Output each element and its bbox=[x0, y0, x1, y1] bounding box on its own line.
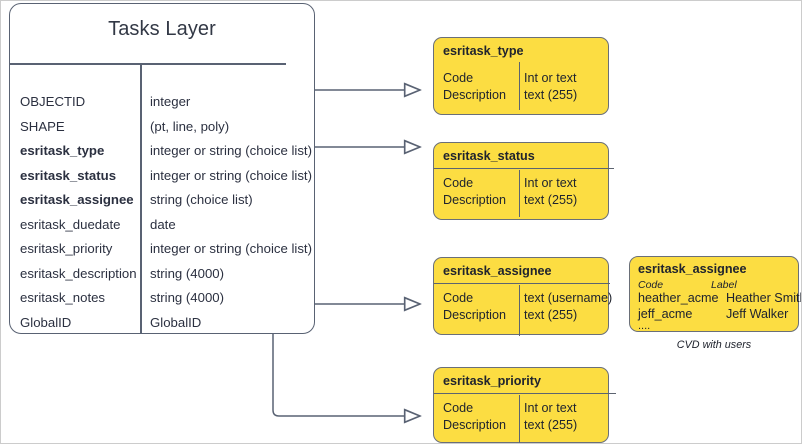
domain-box-column-divider bbox=[519, 395, 521, 443]
cvd-header-label: Label bbox=[711, 279, 737, 291]
field-type: date bbox=[150, 216, 176, 232]
entity-header-divider bbox=[10, 63, 286, 65]
field-row: GlobalID GlobalID bbox=[10, 315, 314, 340]
field-name: esritask_duedate bbox=[20, 216, 121, 232]
domain-box-title: esritask_assignee bbox=[443, 264, 552, 278]
field-type: integer or string (choice list) bbox=[150, 143, 312, 158]
field-type: string (choice list) bbox=[150, 192, 253, 207]
domain-box-column-divider bbox=[519, 285, 521, 336]
field-name: esritask_type bbox=[20, 143, 105, 158]
field-type: (pt, line, poly) bbox=[150, 118, 230, 134]
field-type: string (4000) bbox=[150, 265, 225, 281]
field-name: esritask_notes bbox=[20, 290, 106, 305]
cvd-row-label: Jeff Walker bbox=[726, 307, 789, 321]
domain-box-header-divider bbox=[434, 393, 616, 395]
entity-column-divider bbox=[140, 64, 142, 333]
domain-box-type-column: text (username)text (255) bbox=[524, 291, 613, 322]
field-row: esritask_type integer or string (choice l… bbox=[10, 143, 314, 168]
field-type: integer bbox=[150, 94, 191, 109]
field-row: esritask_priority integer or string (choi… bbox=[10, 241, 314, 266]
cvd-row-code: jeff_acme bbox=[638, 307, 693, 321]
connector-assignee bbox=[304, 196, 420, 304]
field-row: esritask_description string (4000) bbox=[10, 266, 314, 291]
field-row: esritask_duedate date bbox=[10, 217, 314, 242]
field-type: string (4000) bbox=[150, 290, 225, 305]
cvd-row-label: Heather Smith bbox=[726, 291, 802, 305]
field-row: esritask_notes string (4000) bbox=[10, 290, 314, 315]
field-name: GlobalID bbox=[20, 314, 72, 330]
domain-box-header-divider bbox=[434, 283, 610, 285]
domain-box-title: esritask_type bbox=[443, 44, 524, 58]
domain-box-column-divider bbox=[519, 62, 521, 110]
domain-box-column-divider bbox=[519, 170, 521, 217]
field-name: esritask_priority bbox=[20, 241, 113, 256]
cvd-ellipsis: .... bbox=[638, 320, 651, 332]
field-type: integer or string (choice list) bbox=[150, 167, 312, 183]
field-row: esritask_assignee string (choice list) bbox=[10, 192, 314, 217]
field-name: SHAPE bbox=[20, 118, 65, 134]
cvd-header-code: Code bbox=[638, 279, 664, 291]
field-row: esritask_status integer or string (choice… bbox=[10, 168, 314, 193]
cvd-row-code: heather_acme bbox=[638, 291, 719, 305]
field-row: OBJECTID integer bbox=[10, 94, 314, 119]
field-type: GlobalID bbox=[150, 314, 202, 330]
domain-box-header-divider bbox=[434, 168, 614, 170]
domain-box-title: esritask_priority bbox=[443, 374, 542, 388]
cvd-caption: CVD with users bbox=[676, 339, 752, 351]
field-row: SHAPE (pt, line, poly) bbox=[10, 119, 314, 144]
domain-box-title: esritask_status bbox=[443, 149, 535, 163]
field-name: esritask_assignee bbox=[20, 192, 134, 207]
field-name: esritask_description bbox=[20, 265, 137, 281]
page-title: Tasks Layer bbox=[108, 18, 216, 40]
field-name: OBJECTID bbox=[20, 94, 86, 109]
field-name: esritask_status bbox=[20, 167, 117, 183]
field-type: integer or string (choice list) bbox=[150, 241, 312, 256]
cvd-title: esritask_assignee bbox=[638, 262, 747, 276]
cvd-example-box: esritask_assignee Code Label heather_acm… bbox=[629, 256, 802, 332]
